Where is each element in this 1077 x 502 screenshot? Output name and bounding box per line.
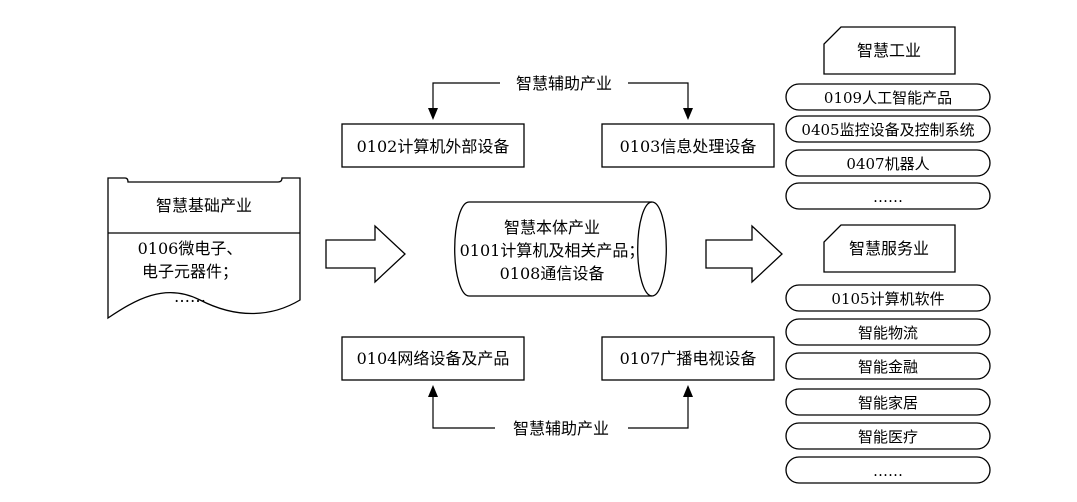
smart-service-item (785, 284, 991, 312)
smart-service-item-label: 智能医疗 (858, 428, 918, 446)
smart-industry-title: 智慧工业 (857, 41, 921, 60)
aux-top-connector-left (432, 82, 500, 112)
aux-bottom-left-label: 0104网络设备及产品 (357, 349, 510, 368)
smart-industry-group: 智慧工业 0109人工智能产品 0405监控设备及控制系统 0407机器人 …… (785, 26, 991, 210)
base-industry-line-1: 0106微电子、 (138, 239, 243, 258)
aux-top-right-label: 0103信息处理设备 (620, 137, 757, 156)
base-industry-node: 智慧基础产业 0106微电子、 电子元器件； …… (107, 177, 301, 320)
core-industry-node: 智慧本体产业 0101计算机及相关产品； 0108通信设备 (454, 201, 667, 297)
smart-industry-item-label: 0407机器人 (846, 155, 929, 173)
aux-top-left-label: 0102计算机外部设备 (357, 137, 510, 156)
core-industry-line-3: 0108通信设备 (500, 264, 605, 283)
smart-industry-item (785, 115, 991, 143)
aux-bottom-connector-left (432, 395, 495, 429)
base-industry-line-3: …… (174, 287, 206, 306)
smart-service-item (785, 318, 991, 346)
smart-industry-title-shape (823, 26, 956, 75)
aux-bottom-arrowhead-right (683, 385, 693, 397)
smart-industry-item-label: …… (873, 188, 903, 206)
smart-industry-item-label: 0109人工智能产品 (824, 89, 952, 107)
aux-top-arrowhead-right (683, 108, 693, 120)
aux-bottom-arrowhead-left (428, 385, 438, 397)
smart-service-group: 智慧服务业 0105计算机软件 智能物流 智能金融 智能家居 智能医疗 …… (785, 224, 991, 484)
aux-bottom-group: 0104网络设备及产品 0107广播电视设备 智慧辅助产业 (341, 336, 775, 438)
aux-top-label: 智慧辅助产业 (516, 74, 612, 93)
smart-service-item (785, 388, 991, 416)
aux-top-group: 智慧辅助产业 0102计算机外部设备 0103信息处理设备 (341, 74, 775, 168)
aux-bottom-connector-right (628, 395, 689, 429)
aux-bottom-right-box (601, 336, 775, 381)
smart-service-title-shape (823, 224, 956, 273)
aux-bottom-left-box (341, 336, 525, 381)
smart-service-item (785, 422, 991, 450)
arrow-base-to-core (325, 224, 406, 284)
aux-top-left-box (341, 123, 525, 168)
base-industry-document-shape (107, 177, 301, 320)
aux-top-arrowhead-left (428, 108, 438, 120)
smart-industry-item (785, 149, 991, 177)
core-industry-line-2: 0101计算机及相关产品； (460, 241, 645, 260)
core-cylinder-inner-arc (637, 201, 653, 297)
smart-service-item (785, 352, 991, 380)
smart-service-item-label: …… (873, 462, 903, 480)
smart-service-item-label: 智能物流 (858, 324, 918, 342)
smart-service-title: 智慧服务业 (849, 239, 929, 258)
base-industry-line-2: 电子元器件； (142, 262, 238, 281)
smart-service-item-label: 智能金融 (858, 358, 918, 376)
aux-top-right-box (601, 123, 775, 168)
smart-industry-item (785, 182, 991, 210)
smart-service-item-label: 0105计算机软件 (831, 290, 944, 308)
aux-bottom-label: 智慧辅助产业 (513, 419, 609, 438)
smart-industry-item-label: 0405监控设备及控制系统 (801, 121, 974, 139)
arrow-core-to-outputs (705, 224, 783, 284)
core-industry-line-1: 智慧本体产业 (504, 218, 600, 237)
base-industry-title: 智慧基础产业 (156, 196, 252, 215)
aux-bottom-right-label: 0107广播电视设备 (620, 349, 757, 368)
smart-service-item-label: 智能家居 (858, 394, 918, 412)
smart-industry-item (785, 83, 991, 111)
smart-service-item (785, 456, 991, 484)
aux-top-connector-right (628, 82, 689, 112)
